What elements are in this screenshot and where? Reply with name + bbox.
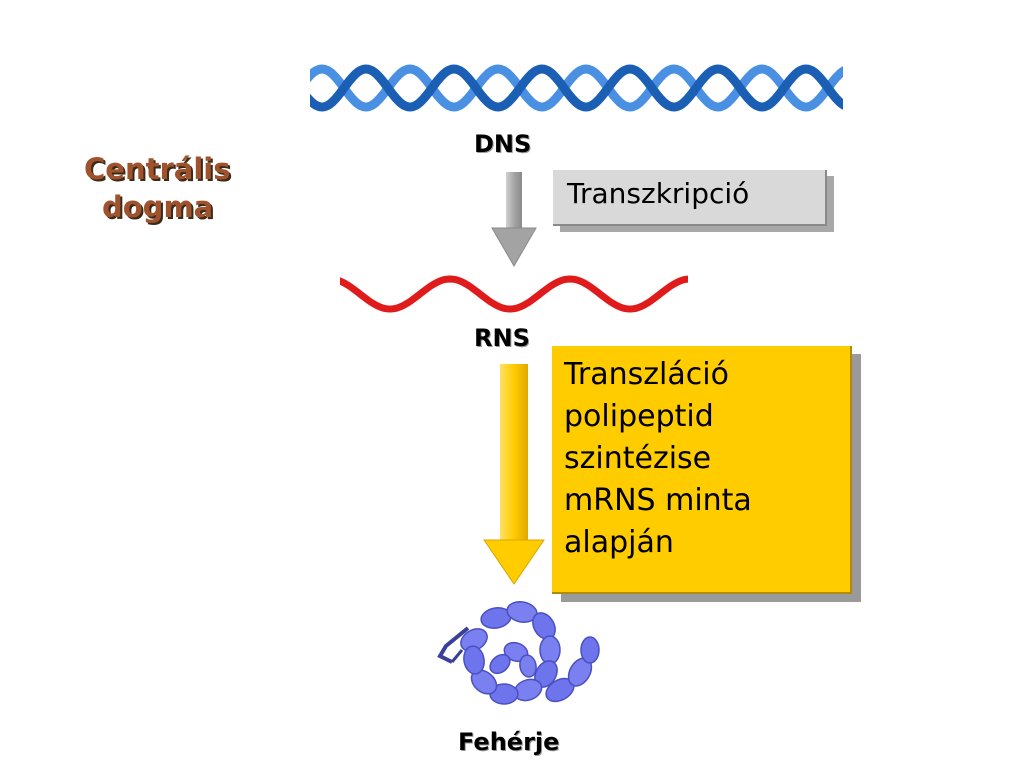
- protein-bead: [519, 654, 537, 678]
- protein-bead: [580, 636, 600, 664]
- protein-chain: [437, 601, 600, 705]
- title-line-2: dogma: [102, 190, 214, 224]
- transcription-box: Transzkripció: [553, 170, 827, 226]
- page-title: Centrális dogma: [84, 150, 274, 226]
- translation-arrow: [483, 364, 545, 585]
- protein-bead: [539, 635, 561, 665]
- rna-label: RNS: [474, 324, 530, 352]
- protein-bead: [489, 653, 511, 675]
- translation-line-5: alapján: [564, 525, 674, 560]
- rna-strand: [340, 275, 688, 313]
- title-line-1: Centrális: [84, 152, 231, 186]
- transcription-label: Transzkripció: [567, 177, 750, 210]
- protein-label: Fehérje: [458, 728, 560, 756]
- translation-box: Transzláció polipeptid szintézise mRNS m…: [552, 346, 852, 594]
- translation-line-4: mRNS minta: [564, 483, 752, 518]
- translation-line-1: Transzláció: [564, 357, 729, 392]
- dna-label: DNS: [474, 130, 532, 158]
- dna-helix: [310, 64, 843, 112]
- translation-line-2: polipeptid: [564, 399, 714, 434]
- translation-line-3: szintézise: [564, 441, 712, 476]
- protein-bead: [463, 645, 485, 675]
- transcription-arrow: [491, 172, 537, 267]
